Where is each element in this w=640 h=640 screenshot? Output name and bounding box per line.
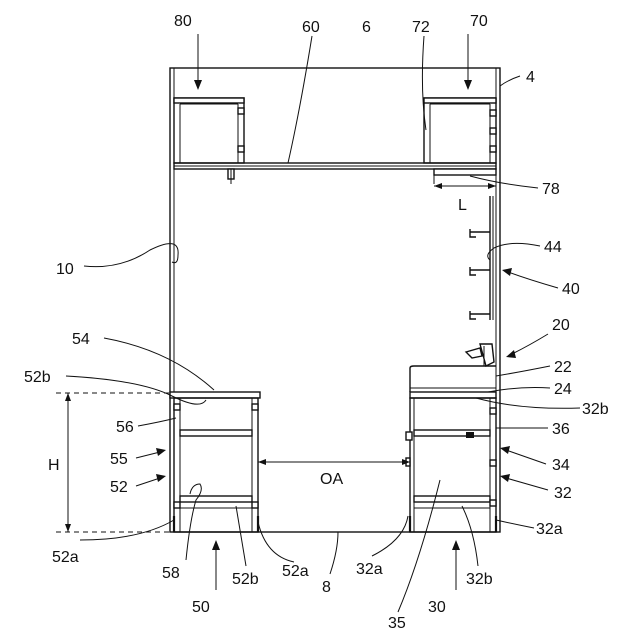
side-rack [470, 196, 493, 320]
reference-labels: 80 60 6 72 70 4 78 L 10 44 40 20 54 22 5… [24, 13, 609, 632]
label-35: 35 [388, 615, 406, 632]
label-54: 54 [72, 331, 90, 348]
label-22: 22 [554, 359, 572, 376]
label-58: 58 [162, 565, 180, 582]
label-52b-top: 52b [24, 369, 51, 386]
dimension-L [434, 183, 496, 189]
label-32a-mid: 32a [356, 561, 383, 578]
label-32a-right: 32a [536, 521, 563, 538]
label-36: 36 [552, 421, 570, 438]
label-20: 20 [552, 317, 570, 334]
label-32: 32 [554, 485, 572, 502]
dimension-OA [258, 459, 410, 465]
label-40: 40 [562, 281, 580, 298]
label-OA: OA [320, 471, 343, 488]
left-counter-top [170, 392, 260, 398]
label-52b-bottom: 52b [232, 571, 259, 588]
label-32b-right: 32b [582, 401, 609, 418]
label-78: 78 [542, 181, 560, 198]
label-32b-bottom: 32b [466, 571, 493, 588]
label-34: 34 [552, 457, 570, 474]
label-55: 55 [110, 451, 128, 468]
label-H: H [48, 457, 60, 474]
label-6: 6 [362, 19, 371, 36]
right-counter-top [410, 344, 496, 398]
label-10: 10 [56, 261, 74, 278]
label-L: L [458, 197, 467, 214]
label-4: 4 [526, 69, 535, 86]
label-56: 56 [116, 419, 134, 436]
label-30: 30 [428, 599, 446, 616]
label-52a-mid: 52a [282, 563, 309, 580]
label-52a-left: 52a [52, 549, 79, 566]
label-52: 52 [110, 479, 128, 496]
leader-lines [66, 34, 580, 612]
label-50: 50 [192, 599, 210, 616]
label-72: 72 [412, 19, 430, 36]
top-left-box [174, 98, 244, 163]
rail-78 [434, 169, 496, 184]
label-8: 8 [322, 579, 331, 596]
label-70: 70 [470, 13, 488, 30]
label-60: 60 [302, 19, 320, 36]
label-24: 24 [554, 381, 572, 398]
top-right-box [424, 98, 496, 163]
left-lower-cabinet [174, 398, 258, 532]
label-44: 44 [544, 239, 562, 256]
label-80: 80 [174, 13, 192, 30]
right-lower-cabinet [406, 398, 496, 532]
